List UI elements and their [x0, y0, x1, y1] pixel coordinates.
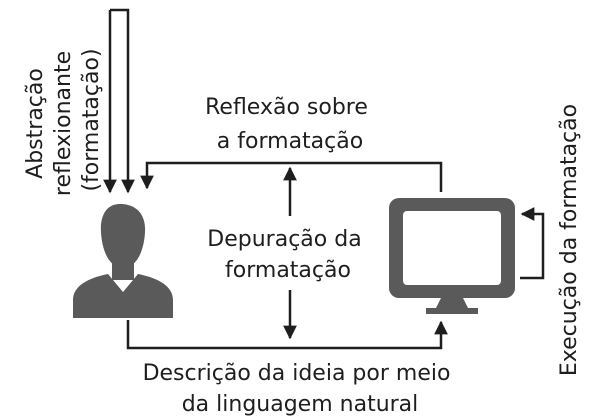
monitor-icon	[389, 198, 515, 314]
description-label: Descrição da ideia por meio da linguagem…	[143, 361, 458, 417]
person-icon	[73, 204, 173, 318]
abstraction-label: Abstração reflexionante (formatação)	[23, 44, 104, 196]
debugging-label: Depuração da formatação	[207, 227, 368, 283]
execution-label: Execução da formatação	[557, 104, 582, 376]
execution-arrow	[520, 207, 545, 280]
description-arrow	[126, 320, 448, 350]
reflection-arrow	[140, 161, 443, 192]
reflection-label: Reflexão sobre a formatação	[205, 95, 375, 154]
abstraction-arrow	[110, 8, 135, 194]
